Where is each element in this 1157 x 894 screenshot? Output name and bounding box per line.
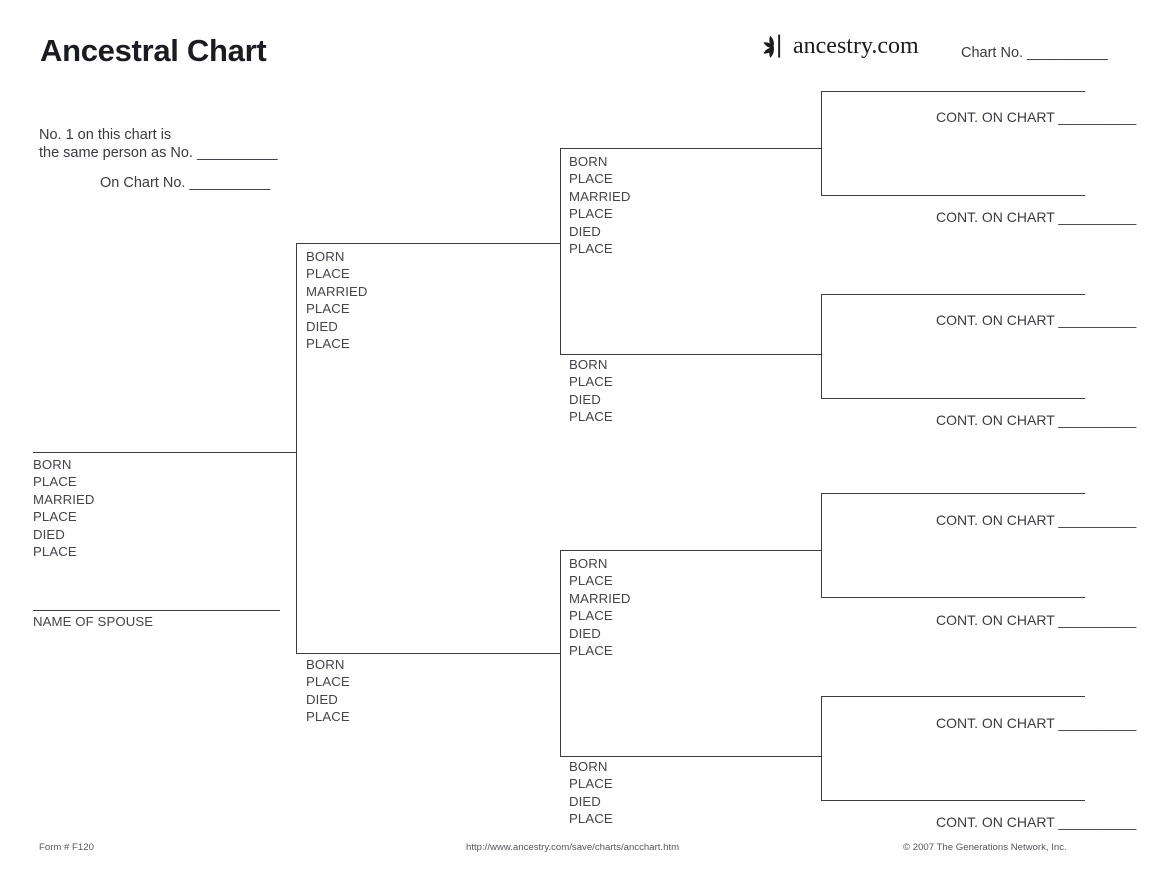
field-place-3: PLACE bbox=[569, 241, 613, 257]
field-died: DIED bbox=[569, 625, 601, 641]
field-married: MARRIED bbox=[33, 491, 95, 507]
gen4-person-7-name-line[interactable] bbox=[821, 696, 1085, 697]
field-born: BORN bbox=[569, 759, 608, 774]
person1-fields: BORN PLACE MARRIED PLACE DIED PLACE bbox=[33, 456, 95, 560]
gen3-person-3-fields: BORN PLACE MARRIED PLACE DIED PLACE bbox=[569, 555, 631, 659]
gen4-person-7-cont-on-chart[interactable]: CONT. ON CHART __________ bbox=[936, 715, 1137, 731]
gen2-person-a-fields: BORN PLACE MARRIED PLACE DIED PLACE bbox=[306, 248, 368, 352]
field-born: BORN bbox=[569, 556, 608, 571]
connector-gen2a-gen3 bbox=[560, 148, 561, 354]
field-place: PLACE bbox=[569, 374, 613, 390]
footer-form-number: Form # F120 bbox=[39, 842, 94, 853]
connector-gen3-1-gen4 bbox=[821, 91, 822, 196]
ancestry-leaf-icon bbox=[757, 33, 791, 59]
gen2-person-a-name-line[interactable] bbox=[296, 243, 561, 244]
gen4-person-2-name-line[interactable] bbox=[821, 195, 1085, 196]
on-chart-no-field[interactable]: On Chart No. __________ bbox=[100, 175, 271, 191]
field-place-3: PLACE bbox=[33, 544, 77, 560]
footer-url[interactable]: http://www.ancestry.com/save/charts/ancc… bbox=[466, 842, 680, 853]
gen3-person-4-fields: BORN PLACE DIED PLACE bbox=[569, 758, 613, 828]
field-place-3: PLACE bbox=[569, 643, 613, 659]
footer-copyright: © 2007 The Generations Network, Inc. bbox=[903, 842, 1067, 853]
gen4-person-6-cont-on-chart[interactable]: CONT. ON CHART __________ bbox=[936, 612, 1137, 628]
chart-number-field[interactable]: Chart No. __________ bbox=[961, 45, 1108, 61]
field-place-2: PLACE bbox=[569, 811, 613, 827]
gen4-person-6-name-line[interactable] bbox=[821, 597, 1085, 598]
field-died: DIED bbox=[569, 793, 601, 809]
field-born: BORN bbox=[569, 154, 608, 169]
field-place: PLACE bbox=[306, 674, 350, 690]
field-died: DIED bbox=[569, 391, 601, 407]
gen3-person-2-name-line[interactable] bbox=[560, 354, 822, 355]
gen4-person-3-cont-on-chart[interactable]: CONT. ON CHART __________ bbox=[936, 312, 1137, 328]
gen4-person-8-name-line[interactable] bbox=[821, 800, 1085, 801]
field-place: PLACE bbox=[33, 474, 77, 490]
field-place: PLACE bbox=[569, 776, 613, 792]
gen4-person-2-cont-on-chart[interactable]: CONT. ON CHART __________ bbox=[936, 209, 1137, 225]
gen4-person-5-cont-on-chart[interactable]: CONT. ON CHART __________ bbox=[936, 512, 1137, 528]
person1-spouse-caption: NAME OF SPOUSE bbox=[33, 614, 154, 629]
field-place-3: PLACE bbox=[306, 336, 350, 352]
ancestry-logo: ancestry.com bbox=[757, 31, 919, 61]
page-title: Ancestral Chart bbox=[40, 33, 267, 68]
field-born: BORN bbox=[569, 357, 608, 372]
field-place: PLACE bbox=[569, 573, 613, 589]
gen4-person-8-cont-on-chart[interactable]: CONT. ON CHART __________ bbox=[936, 814, 1137, 830]
gen4-person-4-cont-on-chart[interactable]: CONT. ON CHART __________ bbox=[936, 412, 1137, 428]
field-born: BORN bbox=[33, 457, 72, 472]
field-married: MARRIED bbox=[569, 188, 631, 204]
field-place: PLACE bbox=[569, 171, 613, 187]
gen3-person-1-name-line[interactable] bbox=[560, 148, 822, 149]
gen4-person-1-name-line[interactable] bbox=[821, 91, 1085, 92]
connector-gen3-3-gen4 bbox=[821, 493, 822, 598]
field-born: BORN bbox=[306, 249, 345, 264]
field-place: PLACE bbox=[306, 266, 350, 282]
gen3-person-1-fields: BORN PLACE MARRIED PLACE DIED PLACE bbox=[569, 153, 631, 257]
field-died: DIED bbox=[33, 526, 65, 542]
field-married: MARRIED bbox=[569, 590, 631, 606]
gen3-person-3-name-line[interactable] bbox=[560, 550, 822, 551]
connector-gen3-4-gen4 bbox=[821, 696, 822, 801]
person1-spouse-line[interactable] bbox=[33, 610, 280, 611]
gen2-person-b-fields: BORN PLACE DIED PLACE bbox=[306, 656, 350, 726]
field-place-2: PLACE bbox=[569, 409, 613, 425]
gen4-person-4-name-line[interactable] bbox=[821, 398, 1085, 399]
connector-gen3-2-gen4 bbox=[821, 294, 822, 399]
field-place-2: PLACE bbox=[306, 709, 350, 725]
gen3-person-2-fields: BORN PLACE DIED PLACE bbox=[569, 356, 613, 426]
field-place-2: PLACE bbox=[569, 608, 613, 624]
gen4-person-3-name-line[interactable] bbox=[821, 294, 1085, 295]
ancestry-wordmark: ancestry.com bbox=[793, 32, 919, 59]
gen4-person-5-name-line[interactable] bbox=[821, 493, 1085, 494]
field-married: MARRIED bbox=[306, 283, 368, 299]
field-died: DIED bbox=[569, 223, 601, 239]
field-place-2: PLACE bbox=[306, 301, 350, 317]
field-place-2: PLACE bbox=[33, 509, 77, 525]
field-place-2: PLACE bbox=[569, 206, 613, 222]
field-born: BORN bbox=[306, 657, 345, 672]
gen3-person-4-name-line[interactable] bbox=[560, 756, 822, 757]
field-died: DIED bbox=[306, 691, 338, 707]
connector-gen1-gen2 bbox=[296, 243, 297, 654]
gen4-person-1-cont-on-chart[interactable]: CONT. ON CHART __________ bbox=[936, 109, 1137, 125]
field-died: DIED bbox=[306, 318, 338, 334]
connector-gen2b-gen3 bbox=[560, 550, 561, 756]
same-person-note-line2[interactable]: the same person as No. __________ bbox=[39, 145, 278, 161]
gen2-person-b-name-line[interactable] bbox=[296, 653, 561, 654]
same-person-note-line1: No. 1 on this chart is bbox=[39, 127, 172, 143]
person1-name-line[interactable] bbox=[33, 452, 297, 453]
